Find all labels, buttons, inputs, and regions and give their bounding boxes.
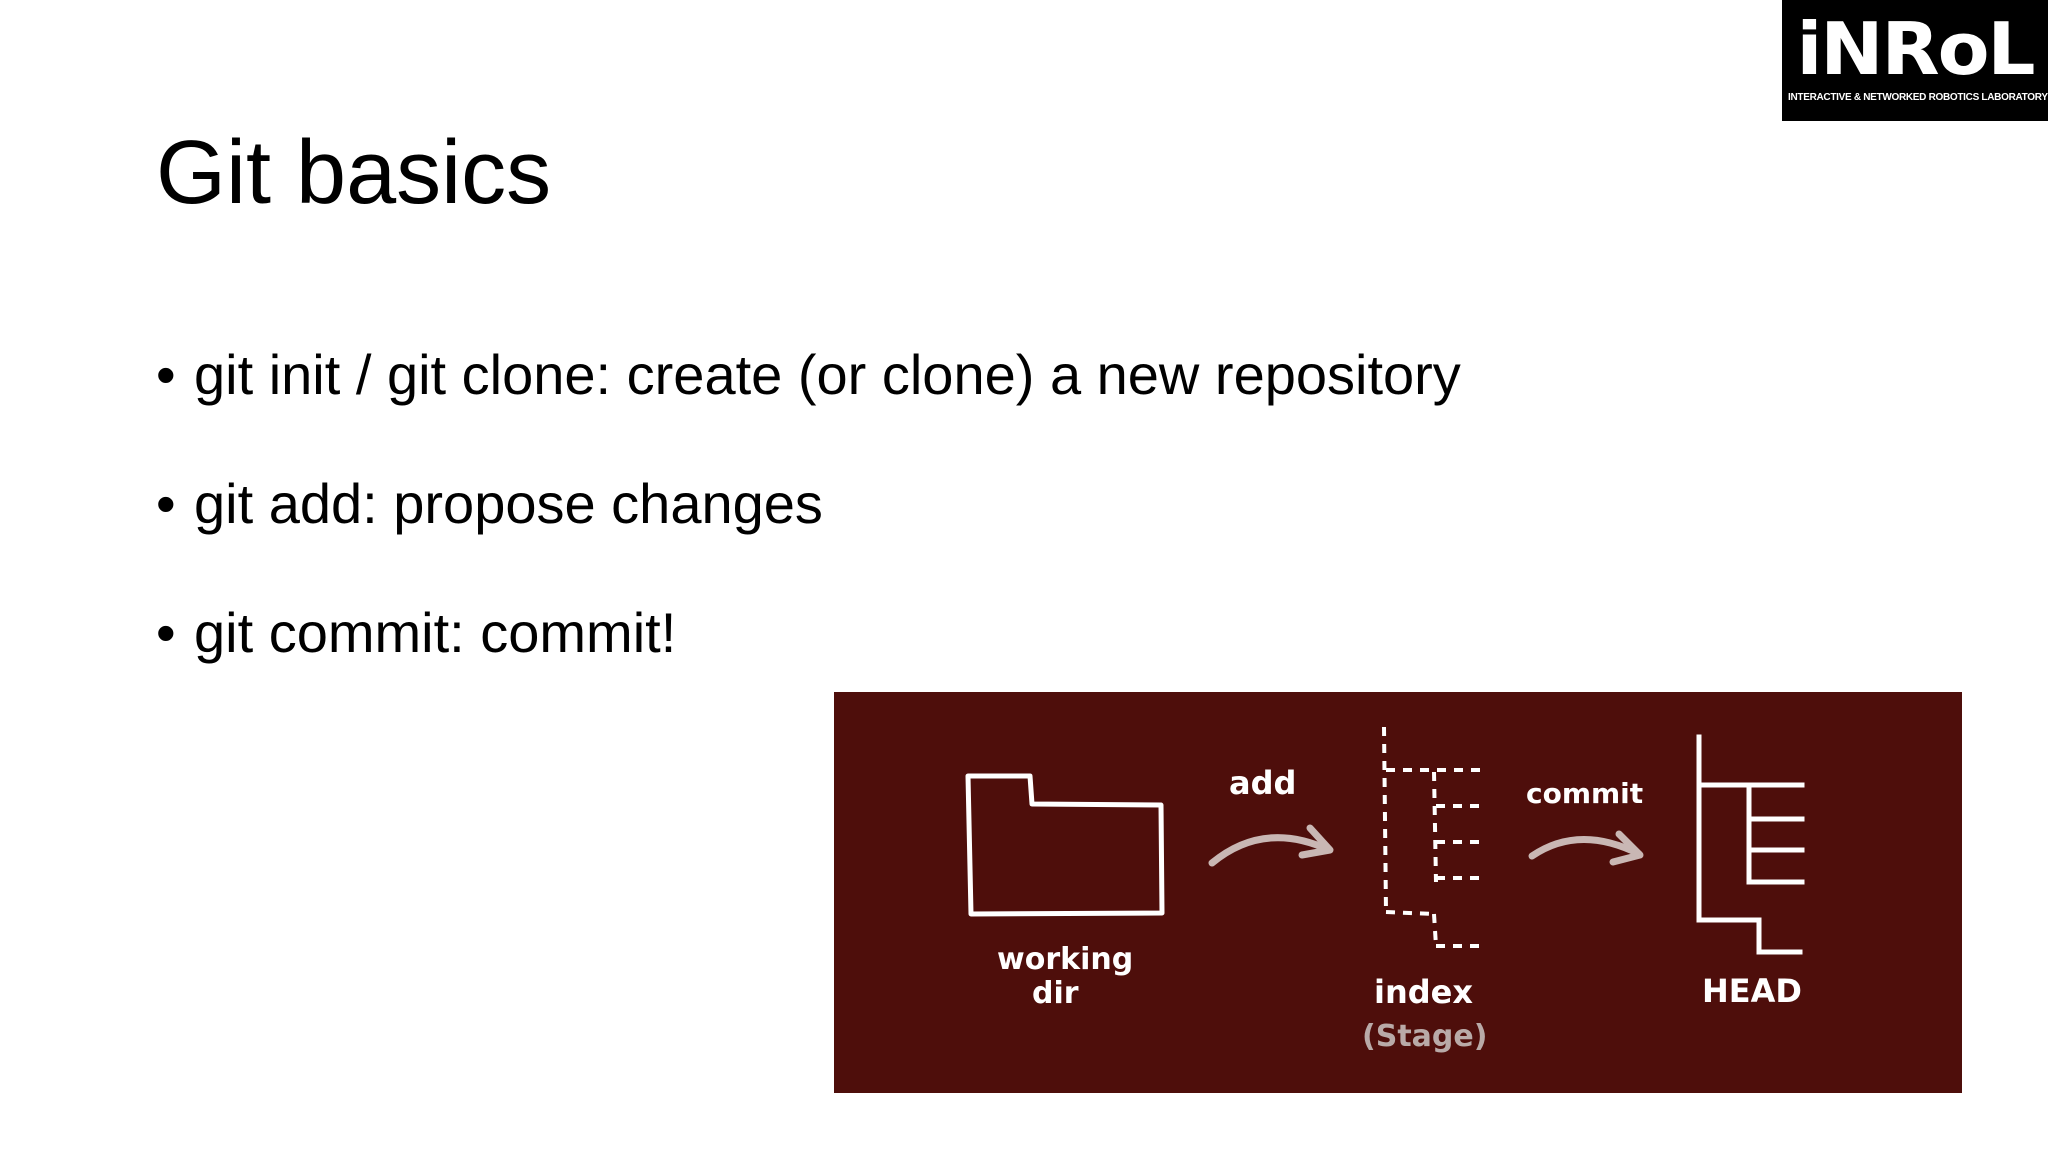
add-arrow-icon <box>1208 834 1333 867</box>
add-arrowhead-icon <box>1298 824 1334 859</box>
bullet-text: git init / git clone: create (or clone) … <box>194 343 1461 406</box>
bullet-dot: • <box>156 601 176 664</box>
bullet-item: • git commit: commit! <box>156 593 1461 673</box>
add-label: add <box>1229 764 1296 802</box>
bullet-item: • git init / git clone: create (or clone)… <box>156 335 1461 415</box>
logo-mark: iNRoL <box>1796 7 2035 91</box>
working-dir-label-2: dir <box>1032 976 1079 1011</box>
bullet-dot: • <box>156 343 176 406</box>
inrol-logo: iNRoL INTERACTIVE & NETWORKED ROBOTICS L… <box>1782 0 2048 121</box>
diagram-canvas: working dir add index (Stage) commit <box>965 726 1805 1054</box>
head-tree-icon <box>1696 734 1805 955</box>
logo-subtitle: INTERACTIVE & NETWORKED ROBOTICS LABORAT… <box>1788 92 2048 103</box>
git-workflow-diagram: working dir add index (Stage) commit <box>834 692 1962 1093</box>
bullet-dot: • <box>156 472 176 535</box>
commit-arrow-icon <box>1528 836 1643 860</box>
index-label: index <box>1374 973 1473 1011</box>
bullet-text: git commit: commit! <box>194 601 677 664</box>
bullet-text: git add: propose changes <box>194 472 823 535</box>
slide-title: Git basics <box>156 123 552 223</box>
index-sublabel: (Stage) <box>1362 1019 1487 1054</box>
commit-arrowhead-icon <box>1609 830 1644 866</box>
index-tree-icon <box>1382 726 1486 948</box>
bullet-item: • git add: propose changes <box>156 464 1461 544</box>
bullet-list: • git init / git clone: create (or clone)… <box>156 335 1461 722</box>
commit-label: commit <box>1526 777 1643 810</box>
folder-icon <box>965 773 1165 917</box>
head-label: HEAD <box>1702 972 1802 1010</box>
working-dir-label-1: working <box>997 942 1133 977</box>
